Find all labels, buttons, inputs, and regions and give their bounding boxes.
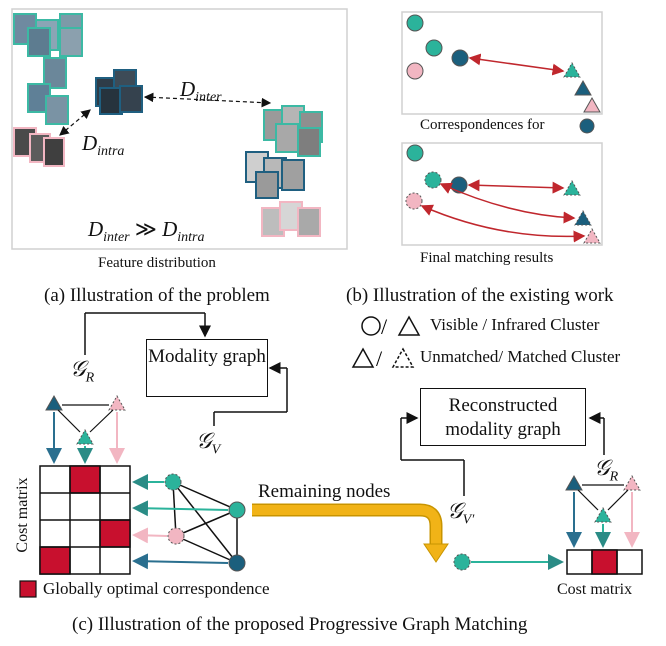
thumbnail-cluster-teal-topleft	[13, 13, 83, 125]
legend-triangle-dashed-icon	[391, 347, 415, 368]
svg-text:/: /	[381, 314, 388, 339]
thumbnail-cluster-pink-left	[13, 127, 65, 167]
g-v-label: 𝒢V	[196, 428, 221, 458]
modality-graph-box: Modality graph	[146, 339, 268, 397]
panel-c-caption: (c) Illustration of the proposed Progres…	[72, 614, 528, 635]
relation-label: Dinter ≫ Dintra	[88, 217, 205, 246]
cost-matrix-left-label: Cost matrix	[14, 477, 31, 553]
panel-b-caption: (b) Illustration of the existing work	[346, 285, 614, 306]
optimal-legend-icon	[19, 580, 37, 598]
remaining-nodes-label: Remaining nodes	[258, 481, 391, 502]
legend-line-1: Visible / Infrared Cluster	[430, 315, 600, 334]
d-inter-label: Dinter	[180, 77, 222, 106]
cost-matrix-right-label: Cost matrix	[557, 581, 633, 598]
correspondences-caption: Correspondences for	[420, 117, 545, 133]
final-matching-caption: Final matching results	[420, 250, 554, 266]
legend-triangle-solid-icon	[351, 347, 375, 368]
legend-line-2: Unmatched/ Matched Cluster	[420, 347, 621, 366]
thumbnail-cluster-darkblue-right	[245, 151, 305, 199]
panel-a-caption: (a) Illustration of the problem	[44, 285, 270, 306]
cost-matrix-right	[566, 549, 643, 575]
optimal-correspondence-label: Globally optimal correspondence	[43, 579, 270, 598]
g-vprime-label: 𝒢V′	[447, 498, 475, 528]
reconstructed-graph-box: Reconstructed modality graph	[420, 388, 586, 446]
d-intra-label: Dintra	[82, 131, 125, 160]
legend-triangle-icon	[397, 315, 421, 336]
correspondence-node-icon	[579, 118, 595, 134]
feature-distribution-caption: Feature distribution	[98, 255, 216, 271]
svg-text:/: /	[376, 346, 383, 371]
g-r-left-label: 𝒢R	[70, 356, 95, 386]
thumbnail-cluster-darkblue-center	[95, 69, 143, 115]
legend-circle-icon	[361, 316, 381, 336]
thumbnail-cluster-pink-right	[261, 201, 321, 237]
g-r-right-label: 𝒢R	[594, 455, 619, 485]
cost-matrix-left	[39, 465, 131, 575]
thumbnail-cluster-teal-right	[263, 105, 323, 157]
